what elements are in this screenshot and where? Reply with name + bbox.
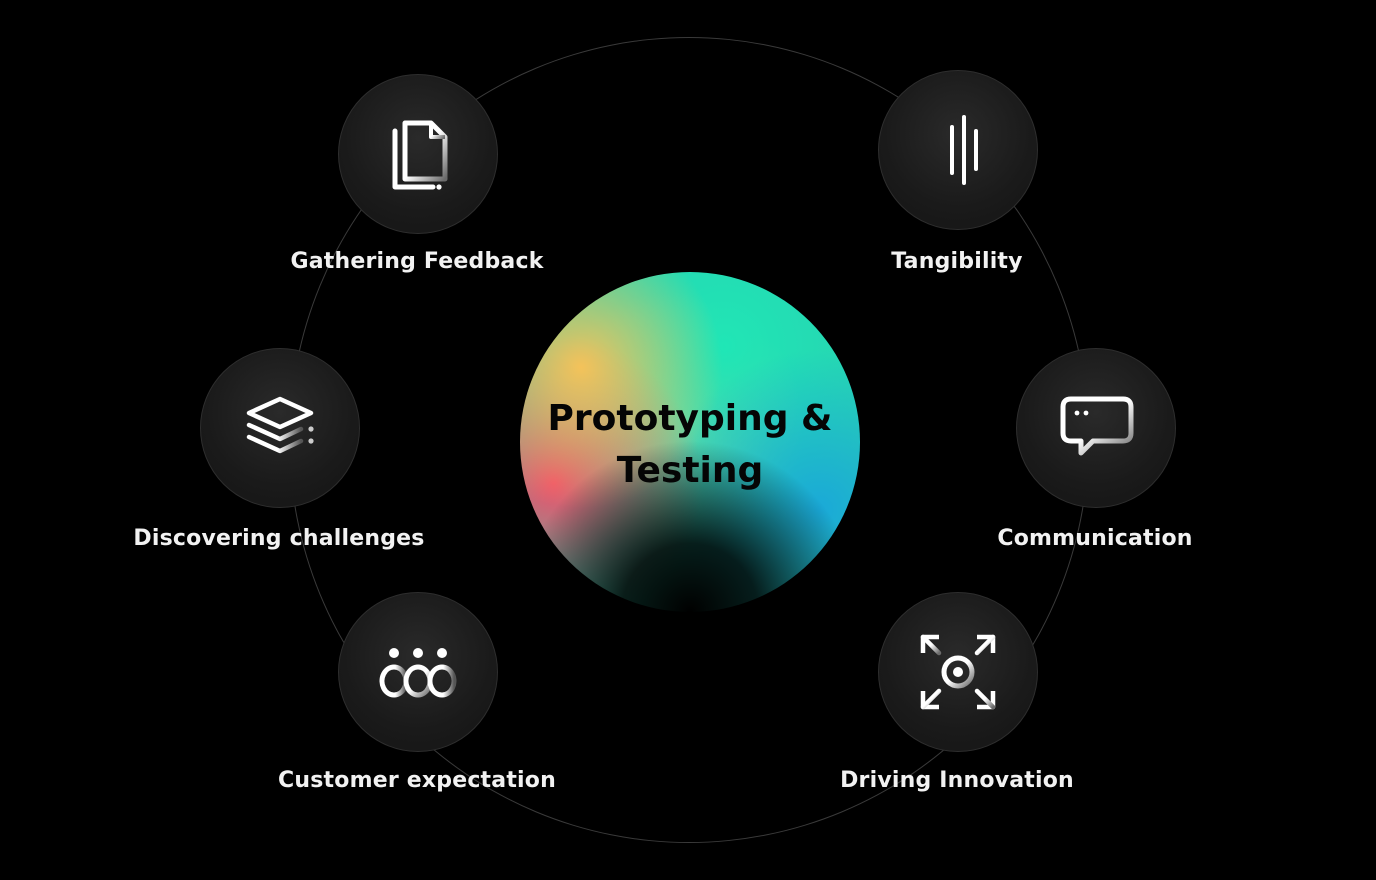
label-gathering-feedback: Gathering Feedback (290, 249, 544, 274)
label-driving-innovation: Driving Innovation (840, 768, 1074, 793)
node-driving-innovation[interactable] (878, 592, 1038, 752)
label-communication: Communication (997, 526, 1193, 551)
expand-target-icon (920, 634, 996, 710)
node-tangibility[interactable] (878, 70, 1038, 230)
node-communication[interactable] (1016, 348, 1176, 508)
people-group-icon (379, 648, 457, 698)
document-stack-icon (392, 120, 448, 190)
node-discovering-challenges[interactable] (200, 348, 360, 508)
label-discovering-challenges: Discovering challenges (133, 526, 425, 551)
label-customer-expectation: Customer expectation (278, 768, 556, 793)
center-title: Prototyping & Testing (547, 398, 833, 491)
sound-wave-icon (926, 115, 990, 185)
layers-icon (246, 396, 314, 454)
chat-bubble-icon (1060, 396, 1134, 456)
label-tangibility: Tangibility (891, 249, 1023, 274)
node-customer-expectation[interactable] (338, 592, 498, 752)
center-orb: Prototyping & Testing (520, 272, 860, 612)
node-gathering-feedback[interactable] (338, 74, 498, 234)
